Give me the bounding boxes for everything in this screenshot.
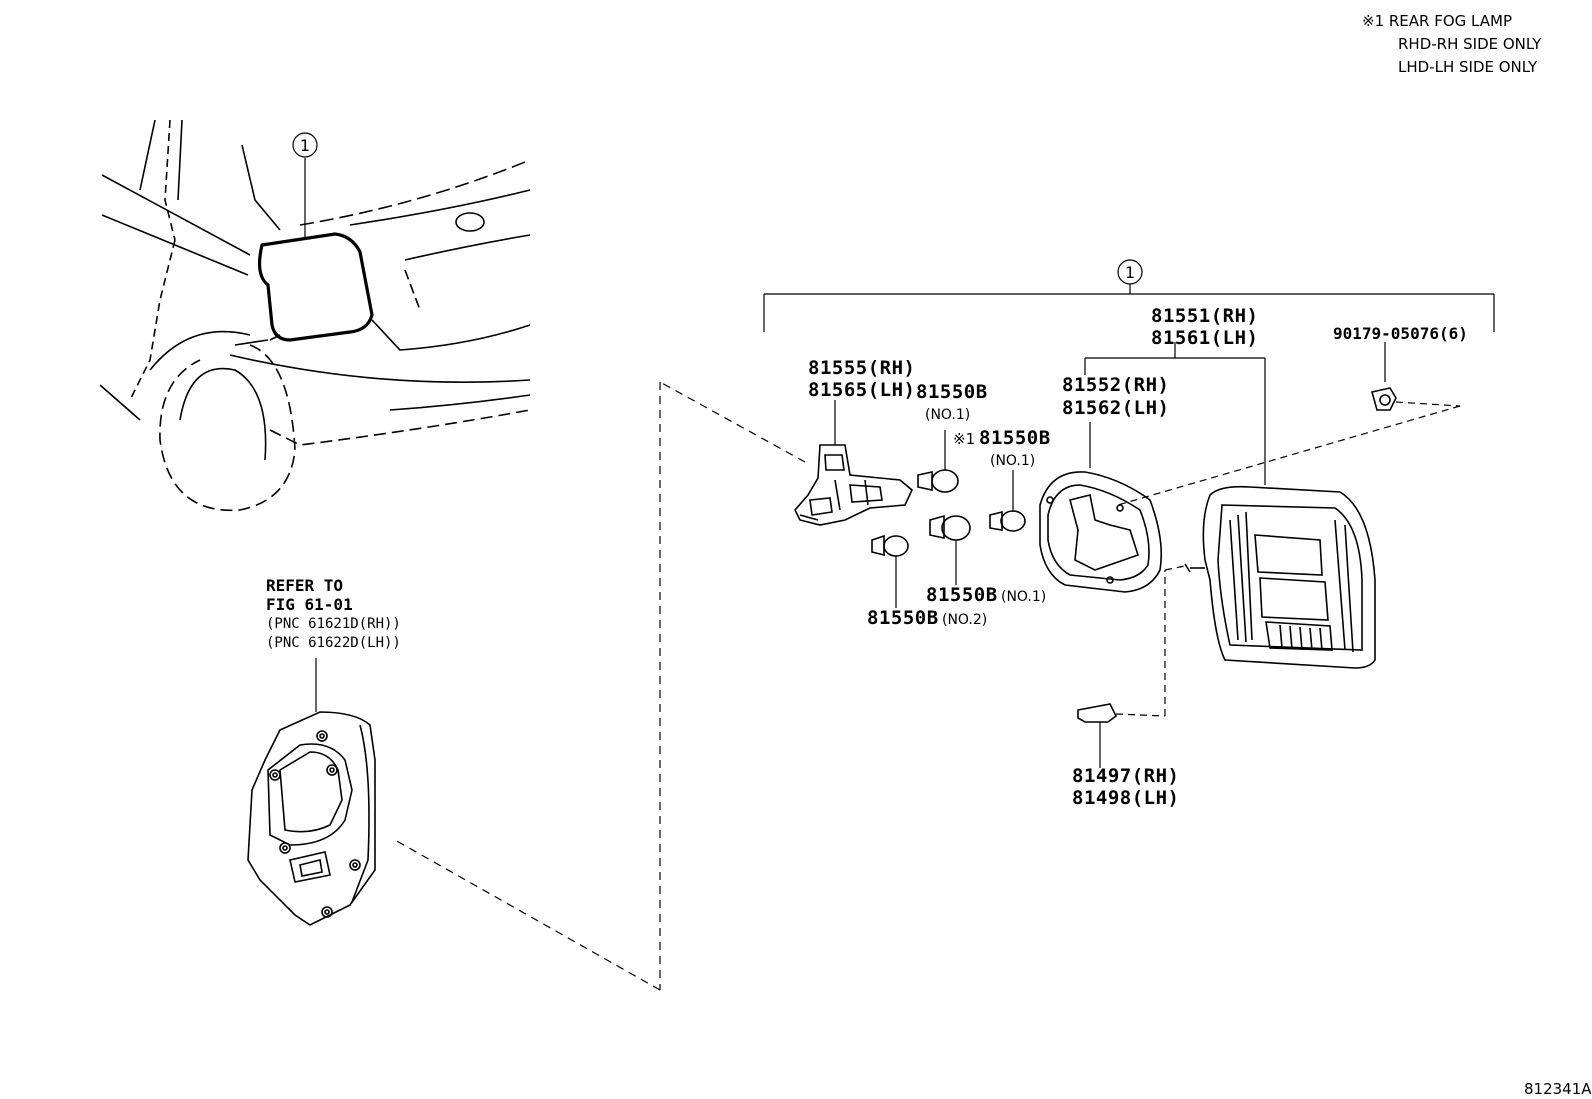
label-bulb-d: 81550B — [867, 607, 939, 629]
label-screw: 90179-05076(6) — [1333, 324, 1468, 343]
body-panel — [247, 658, 376, 926]
reference-line-3: (PNC 61621D(RH)) — [266, 616, 401, 632]
label-bulb-c: 81550B — [926, 584, 998, 606]
bulb-fog — [989, 470, 1026, 532]
reference-line-2: FIG 61-01 — [266, 595, 353, 614]
label-bulb-a: 81550B — [916, 381, 988, 403]
label-bulb-a-sub: (NO.1) — [925, 407, 970, 423]
note-line-1: ※1 REAR FOG LAMP — [1362, 12, 1512, 30]
bulb-a — [917, 430, 959, 493]
label-clip-rh: 81497(RH) — [1072, 765, 1179, 787]
note-line-2: RHD-RH SIDE ONLY — [1398, 35, 1542, 53]
note-line-3: LHD-LH SIDE ONLY — [1398, 58, 1538, 76]
reference-line-1: REFER TO — [266, 576, 343, 595]
vehicle-callout-number: 1 — [300, 136, 310, 155]
label-socket-lh: 81565(LH) — [808, 379, 915, 401]
label-clip-lh: 81498(LH) — [1072, 787, 1179, 809]
bulb-d — [871, 534, 909, 608]
label-lens-lh: 81561(LH) — [1151, 327, 1258, 349]
socket-part — [394, 381, 913, 991]
reference-line-4: (PNC 61622D(LH)) — [266, 635, 401, 651]
vehicle-rear-illustration — [99, 119, 531, 512]
gasket-part — [1039, 422, 1163, 593]
label-socket-rh: 81555(RH) — [808, 357, 915, 379]
figure-id: 812341A — [1524, 1080, 1592, 1098]
screw-part — [1117, 387, 1461, 506]
label-gasket-rh: 81552(RH) — [1062, 374, 1169, 396]
label-bulb-fog-sub: (NO.1) — [990, 453, 1035, 469]
label-bulb-fog: 81550B — [979, 427, 1051, 449]
label-gasket-lh: 81562(LH) — [1062, 397, 1169, 419]
assembly-bracket — [763, 259, 1495, 485]
assembly-callout-number: 1 — [1125, 263, 1135, 282]
label-bulb-fog-mark: ※1 — [953, 430, 975, 448]
bulb-c — [929, 514, 971, 585]
label-lens-rh: 81551(RH) — [1151, 305, 1258, 327]
label-bulb-d-sub: (NO.2) — [942, 612, 987, 628]
lens-part — [1184, 485, 1376, 669]
label-bulb-c-sub: (NO.1) — [1001, 589, 1046, 605]
clip-part — [1077, 565, 1186, 768]
vehicle-callout-circle — [292, 132, 318, 158]
